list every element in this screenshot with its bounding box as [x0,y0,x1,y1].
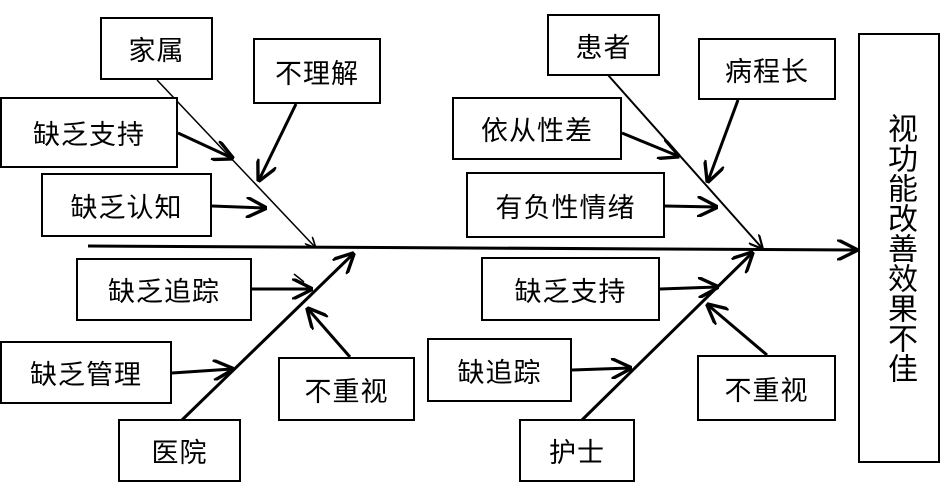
bone-hospital [180,254,353,422]
bone-family [156,79,315,247]
cause-hospital-not-value: 不重视 [278,357,415,421]
arrow-family-lack-awareness [211,206,265,208]
category-hospital: 医院 [118,419,241,482]
bone-patient [607,74,762,248]
cause-family-lack-awareness: 缺乏认知 [41,173,212,237]
arrow-patient-negative-emotion [664,206,716,207]
category-family: 家属 [100,17,213,80]
arrow-hospital-not-value [308,309,352,358]
cause-family-lack-support: 缺乏支持 [0,97,178,168]
spine-arrow [87,246,856,250]
arrow-patient-long-course [708,99,740,181]
arrow-family-not-understand [259,103,298,180]
cause-nurse-not-value: 不重视 [697,355,836,421]
arrow-nurse-lack-support [659,287,717,289]
cause-nurse-lack-followup: 缺追踪 [427,338,572,402]
cause-patient-poor-compliance: 依从性差 [452,97,622,160]
arrow-hospital-lack-management [171,369,232,373]
category-patient: 患者 [547,14,660,76]
category-nurse: 护士 [519,419,635,482]
cause-patient-long-course: 病程长 [698,38,836,100]
arrow-nurse-not-value [708,305,768,357]
cause-hospital-lack-management: 缺乏管理 [0,341,172,404]
cause-patient-negative-emotion: 有负性情绪 [466,172,665,238]
arrow-patient-poor-compliance [621,131,678,156]
tick-hospital [293,273,305,283]
bone-nurse [580,253,752,422]
arrow-family-lack-support [177,131,232,158]
effect-box: 视功能改善效果不佳 [858,33,940,463]
cause-family-not-understand: 不理解 [253,38,381,104]
cause-nurse-lack-support: 缺乏支持 [481,257,660,321]
cause-hospital-lack-followup: 缺乏追踪 [76,258,252,321]
arrow-nurse-lack-followup [571,368,630,370]
